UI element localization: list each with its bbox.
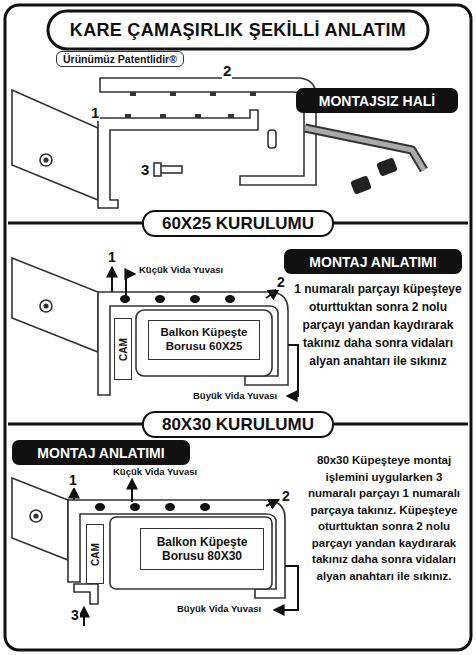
node-text: MONTAJSIZ HALİ bbox=[319, 93, 435, 109]
part-label: Küçük Vida Yuvası bbox=[112, 466, 198, 477]
node-text: 80X30 KURULUMU bbox=[162, 415, 314, 435]
label-text: 2 bbox=[223, 62, 231, 79]
label-text: 2 bbox=[282, 488, 290, 504]
screw-seats bbox=[120, 295, 235, 303]
label-text: Büyük Vida Yuvası bbox=[193, 390, 277, 401]
label-text: Ürünümüz Patentlidir® bbox=[63, 53, 177, 65]
callout-number: 2 bbox=[281, 488, 291, 504]
title-text: KARE ÇAMAŞIRLIK ŞEKİLLİ ANLATIM bbox=[70, 20, 406, 41]
callout-number: 3 bbox=[140, 161, 150, 178]
outer-frame bbox=[5, 5, 471, 650]
title-frame bbox=[48, 11, 428, 49]
label-text: Küçük Vida Yuvası bbox=[139, 264, 223, 275]
node-text: Balkon Küpeşte Borusu 60X25 bbox=[153, 326, 255, 354]
banner: MONTAJ ANLATIMI bbox=[284, 249, 462, 274]
label-text: 1 bbox=[108, 249, 116, 265]
screw-seats bbox=[95, 503, 210, 511]
label-text: 3 bbox=[141, 161, 149, 178]
callout-number: 3 bbox=[70, 607, 80, 623]
callout-number: 1 bbox=[68, 472, 78, 488]
node-text: CAM bbox=[118, 338, 129, 361]
part-label: Büyük Vida Yuvası bbox=[176, 603, 262, 614]
profile-80x30 bbox=[12, 478, 285, 604]
section-banner: 80X30 KURULUMU bbox=[142, 411, 334, 438]
callout-number: 1 bbox=[107, 249, 117, 265]
label-text: Küçük Vida Yuvası bbox=[113, 466, 197, 477]
callout-number: 2 bbox=[222, 62, 232, 79]
teeth bbox=[125, 92, 256, 118]
node-text: MONTAJ ANLATIMI bbox=[37, 445, 164, 461]
leader-arrows bbox=[112, 268, 298, 396]
label-text: 1 bbox=[91, 104, 99, 121]
pipe-label-box: Balkon Küpeşte Borusu 80X30 bbox=[140, 528, 264, 570]
part-label: Ürünümüz Patentlidir® bbox=[56, 51, 184, 67]
section-banner: 60X25 KURULUMU bbox=[142, 210, 334, 237]
banner: MONTAJSIZ HALİ bbox=[296, 88, 458, 113]
title: KARE ÇAMAŞIRLIK ŞEKİLLİ ANLATIM bbox=[48, 11, 428, 49]
label-text: 1 bbox=[69, 472, 77, 488]
part-label: Büyük Vida Yuvası bbox=[192, 390, 278, 401]
instruction-note: 80x30 Küpeşteye montaj işlemini uygulark… bbox=[302, 452, 466, 584]
node-text: CAM bbox=[90, 543, 101, 566]
callout-number: 2 bbox=[276, 274, 286, 290]
label-text: 2 bbox=[277, 274, 285, 290]
allen-key bbox=[305, 128, 424, 170]
profile-parts bbox=[12, 78, 316, 208]
pipe-label-box: Balkon Küpeşte Borusu 60X25 bbox=[148, 320, 260, 360]
label-text: 1 numaralı parçayı küpeşteye oturttuktan… bbox=[294, 282, 461, 368]
callout-number: 1 bbox=[90, 104, 100, 121]
label-text: 3 bbox=[71, 607, 79, 623]
node-text: 60X25 KURULUMU bbox=[162, 214, 314, 234]
set-screws bbox=[350, 157, 398, 194]
glass-panel: CAM bbox=[114, 318, 132, 380]
banner: MONTAJ ANLATIMI bbox=[12, 440, 190, 465]
glass-panel: CAM bbox=[86, 524, 104, 584]
node-text: Balkon Küpeşte Borusu 80X30 bbox=[145, 535, 259, 564]
label-text: 80x30 Küpeşteye montaj işlemini uygulark… bbox=[308, 454, 460, 582]
instruction-note: 1 numaralı parçayı küpeşteye oturttuktan… bbox=[292, 280, 464, 370]
profile-60x25 bbox=[12, 258, 288, 395]
leader-arrows bbox=[74, 480, 298, 626]
part-label: Küçük Vida Yuvası bbox=[138, 264, 224, 275]
label-text: Büyük Vida Yuvası bbox=[177, 603, 261, 614]
node-text: MONTAJ ANLATIMI bbox=[309, 254, 436, 270]
